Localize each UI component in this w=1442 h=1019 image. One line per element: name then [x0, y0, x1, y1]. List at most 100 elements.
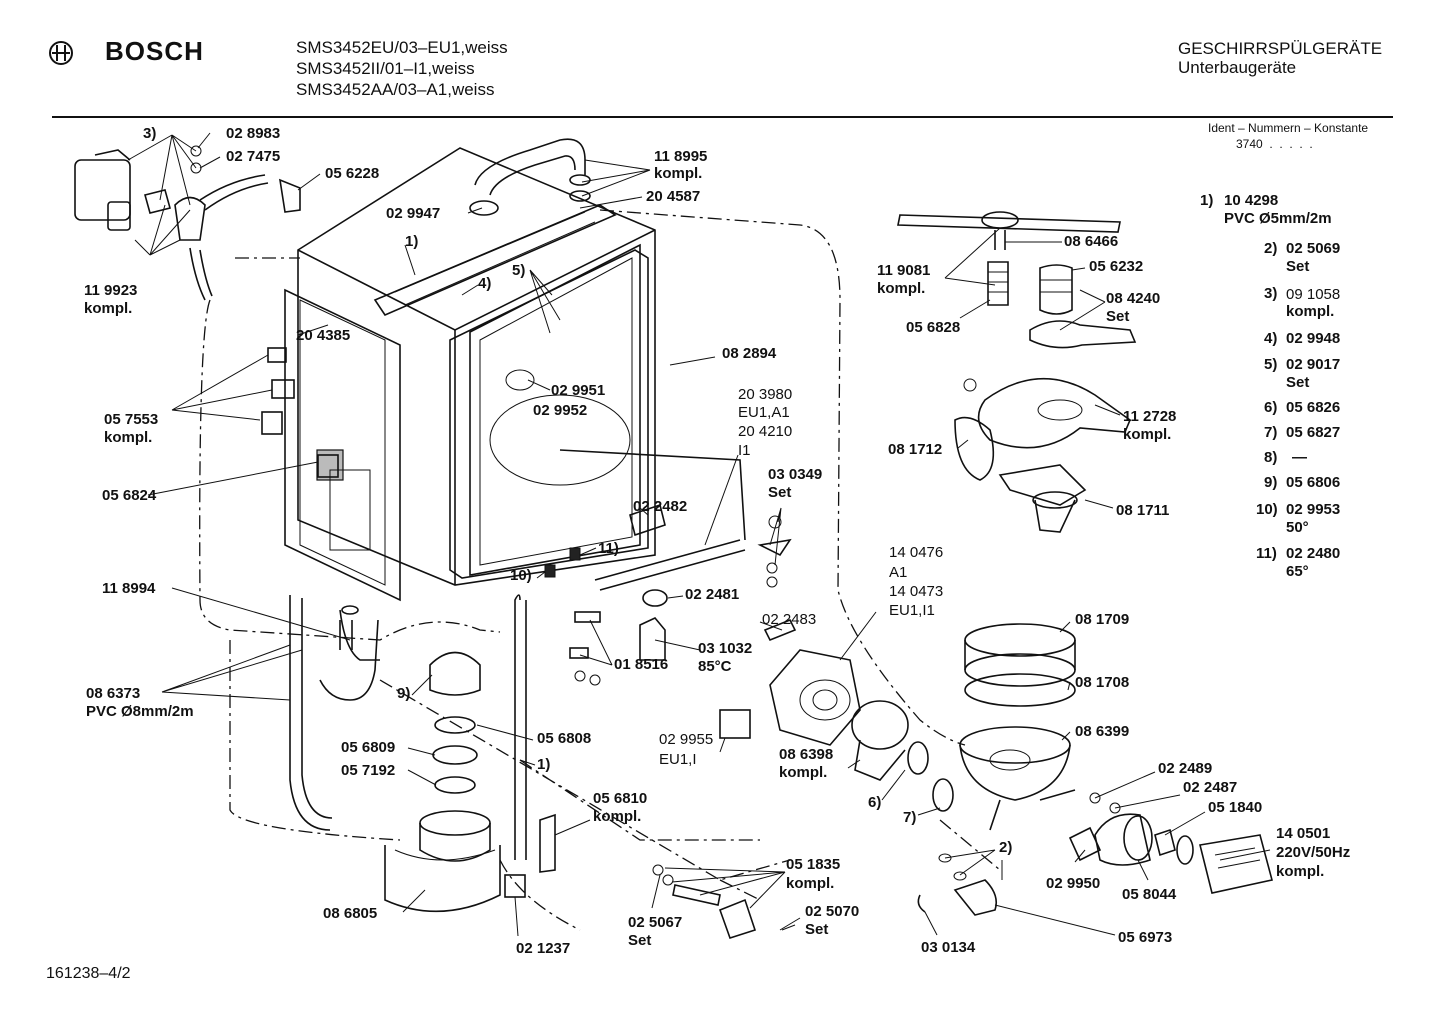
callout-label: 20 4587	[646, 188, 701, 205]
legend-note: PVC Ø5mm/2m	[1224, 210, 1332, 227]
callout-label: 02 8983	[226, 125, 281, 142]
model-line-2: SMS3452II/01–I1,weiss	[296, 59, 475, 78]
legend-key: 1)	[1200, 192, 1214, 209]
callout-label: 05 8044	[1122, 886, 1177, 903]
legend-value: 02 9017	[1286, 356, 1341, 373]
callout-label: kompl.	[786, 875, 835, 892]
callout-label: 20 4385	[296, 327, 351, 344]
callout-label: 05 6810	[593, 790, 648, 807]
callout-label: kompl.	[654, 165, 703, 182]
brand-name: BOSCH	[105, 36, 204, 66]
legend-value: —	[1292, 449, 1307, 466]
legend-note: kompl.	[1286, 303, 1335, 320]
callout-label: 01 8516	[614, 656, 669, 673]
callout-label: 1)	[537, 756, 551, 773]
ident-value: 3740 . . . . .	[1236, 137, 1313, 151]
callout-label: 5)	[512, 262, 526, 279]
callout-label: 1)	[405, 233, 419, 250]
callout-label: 03 0134	[921, 939, 976, 956]
legend-note: 65°	[1286, 563, 1309, 580]
callout-label: 02 7475	[226, 148, 281, 165]
callout-label: EU1,I	[659, 751, 697, 768]
callout-label: 02 1237	[516, 940, 571, 957]
callout-label: 02 2482	[633, 498, 688, 515]
callout-label: kompl.	[84, 300, 133, 317]
legend-value: 05 6827	[1286, 424, 1341, 441]
category-title: GESCHIRRSPÜLGERÄTE	[1178, 39, 1383, 58]
callout-label: Set	[768, 484, 792, 501]
callout-label: kompl.	[779, 764, 828, 781]
drawing-number: 161238–4/2	[46, 965, 131, 982]
callout-label: 20 3980	[738, 386, 793, 403]
callout-label: kompl.	[104, 429, 153, 446]
callout-label: 7)	[903, 809, 917, 826]
callout-label: 02 2481	[685, 586, 740, 603]
callout-label: kompl.	[1276, 863, 1325, 880]
legend-value: 09 1058	[1286, 286, 1341, 303]
callout-label: 05 1840	[1208, 799, 1263, 816]
legend-key: 6)	[1264, 399, 1278, 416]
legend-key: 11)	[1256, 545, 1277, 562]
callout-label: 08 6373	[86, 685, 141, 702]
callout-label: 08 6398	[779, 746, 834, 763]
legend-key: 9)	[1264, 474, 1278, 491]
legend-key: 7)	[1264, 424, 1278, 441]
legend-key: 5)	[1264, 356, 1278, 373]
legend-value: 02 9953	[1286, 501, 1341, 518]
callout-label: 02 9952	[533, 402, 588, 419]
callout-label: 08 6466	[1064, 233, 1119, 250]
legend-key: 10)	[1256, 501, 1278, 518]
bosch-armature-icon	[49, 41, 73, 65]
callout-label: 05 6809	[341, 739, 396, 756]
callout-label: 6)	[868, 794, 882, 811]
callout-label: 11)	[598, 540, 619, 557]
callout-label: I1	[738, 442, 751, 459]
legend-key: 8)	[1264, 449, 1278, 466]
callout-label: Set	[628, 932, 652, 949]
callout-label: 05 6808	[537, 730, 592, 747]
callout-label: 9)	[397, 685, 411, 702]
callout-label: 02 2489	[1158, 760, 1213, 777]
callout-label: Set	[805, 921, 829, 938]
callout-label: 14 0501	[1276, 825, 1331, 842]
callout-label: 08 6805	[323, 905, 378, 922]
callout-label: 05 7553	[104, 411, 159, 428]
callout-label: 08 4240	[1106, 290, 1161, 307]
callout-label: 03 0349	[768, 466, 823, 483]
callout-label: 85°C	[698, 658, 732, 675]
callout-label: PVC Ø8mm/2m	[86, 703, 194, 720]
callout-label: 03 1032	[698, 640, 753, 657]
callout-label: A1	[889, 564, 908, 581]
callout-label: 11 8994	[102, 580, 156, 597]
callout-label: 11 9081	[877, 262, 931, 279]
callout-label: 05 7192	[341, 762, 396, 779]
model-line-3: SMS3452AA/03–A1,weiss	[296, 80, 495, 99]
callout-label: 20 4210	[738, 423, 793, 440]
callout-label: 02 2483	[762, 611, 817, 628]
callout-label: 02 9950	[1046, 875, 1101, 892]
callout-label: kompl.	[593, 808, 642, 825]
callout-label: EU1,I1	[889, 602, 935, 619]
ident-label: Ident – Nummern – Konstante	[1208, 121, 1369, 135]
legend-value: 02 5069	[1286, 240, 1341, 257]
legend-value: 10 4298	[1224, 192, 1279, 209]
callout-label: 02 5067	[628, 914, 683, 931]
callout-label: 05 6828	[906, 319, 961, 336]
legend-key: 3)	[1264, 285, 1278, 302]
legend-value: 05 6806	[1286, 474, 1341, 491]
callout-label: 08 1712	[888, 441, 943, 458]
callout-label: 05 6824	[102, 487, 157, 504]
callout-label: kompl.	[877, 280, 926, 297]
legend-value: 02 2480	[1286, 545, 1341, 562]
callout-label: 05 6228	[325, 165, 380, 182]
legend-key: 4)	[1264, 330, 1278, 347]
callout-label: 11 9923	[84, 282, 138, 299]
legend-note: 50°	[1286, 519, 1309, 536]
legend-note: Set	[1286, 258, 1310, 275]
callout-label: 11 2728	[1123, 408, 1177, 425]
legend-note: Set	[1286, 374, 1310, 391]
callout-label: kompl.	[1123, 426, 1172, 443]
legend-value: 02 9948	[1286, 330, 1341, 347]
callout-label: 05 6973	[1118, 929, 1173, 946]
